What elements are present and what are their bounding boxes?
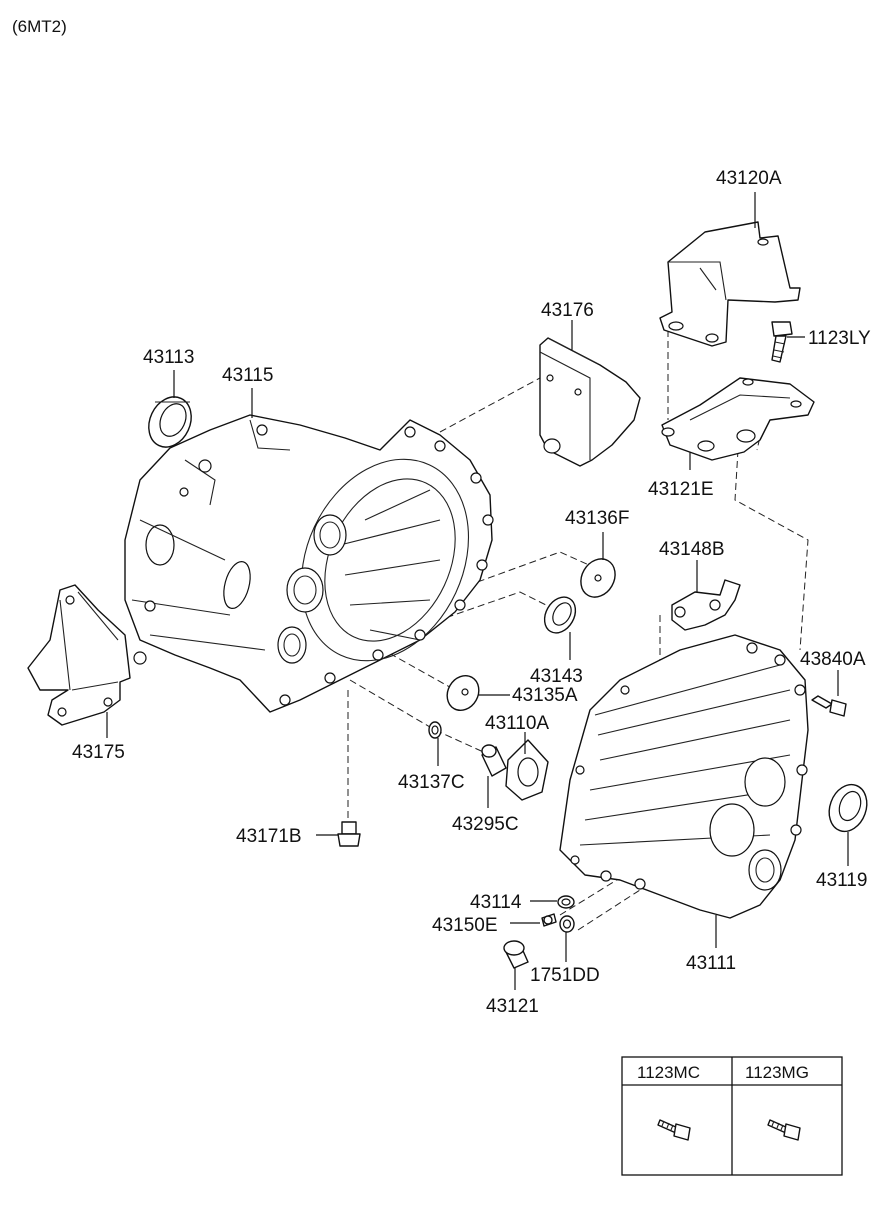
label-43840A: 43840A: [800, 649, 866, 670]
seal-43119: [828, 783, 868, 833]
label-43171B: 43171B: [236, 826, 302, 847]
label-43110A: 43110A: [485, 713, 549, 734]
label-43137C: 43137C: [398, 772, 465, 793]
seal-43113: [148, 396, 192, 448]
label-43121E: 43121E: [648, 479, 714, 500]
label-1123LY: 1123LY: [808, 328, 871, 349]
bolt-1123MG-icon: [767, 1119, 801, 1141]
label-43121: 43121: [486, 996, 539, 1017]
bolt-reference-table: 1123MC 1123MG: [621, 1056, 843, 1176]
leader-lines: [106, 192, 849, 990]
label-43143: 43143: [530, 666, 583, 687]
bolt-43171B: [337, 821, 361, 847]
bushing-43295C: [481, 744, 507, 777]
label-43148B: 43148B: [659, 539, 725, 560]
bracket-43121E: [661, 377, 815, 461]
shim-43135A: [446, 675, 480, 711]
bearing-43110A: [505, 739, 549, 801]
shim-43136F: [580, 558, 616, 598]
variant-label: (6MT2): [12, 17, 67, 36]
plate-43148B: [671, 579, 741, 631]
bracket-43175: [27, 584, 131, 726]
bolt-1123MC-icon: [657, 1119, 691, 1141]
label-43119: 43119: [816, 870, 867, 891]
label-43176: 43176: [541, 300, 594, 321]
bracket-43176: [539, 337, 641, 467]
clutch-housing-43115: [124, 414, 494, 713]
part-labels: 43120A 1123LY 43176 43113 43115 43121E 4…: [72, 168, 871, 1017]
label-43113: 43113: [143, 347, 194, 368]
table-header-1123MC: 1123MC: [637, 1063, 700, 1082]
bracket-43120A: [659, 221, 801, 347]
label-43120A: 43120A: [716, 168, 782, 189]
ring-43114: [557, 895, 575, 909]
bolt-1123LY: [771, 321, 793, 363]
label-1751DD: 1751DD: [530, 965, 600, 986]
bolt-43840A: [811, 695, 847, 717]
label-43136F: 43136F: [565, 508, 629, 529]
drain-plug-43121: [503, 940, 529, 969]
label-43150E: 43150E: [432, 915, 498, 936]
label-43111: 43111: [686, 953, 736, 974]
gasket-1751DD: [559, 915, 575, 933]
seal-43143: [543, 596, 577, 634]
label-43115: 43115: [222, 365, 273, 386]
clip-43137C: [428, 721, 442, 739]
label-43114: 43114: [470, 892, 522, 913]
label-43295C: 43295C: [452, 814, 519, 835]
plug-43150E: [541, 913, 557, 927]
label-43135A: 43135A: [512, 685, 578, 706]
table-header-1123MG: 1123MG: [745, 1063, 809, 1082]
label-43175: 43175: [72, 742, 125, 763]
transmission-case-43111: [559, 634, 809, 919]
